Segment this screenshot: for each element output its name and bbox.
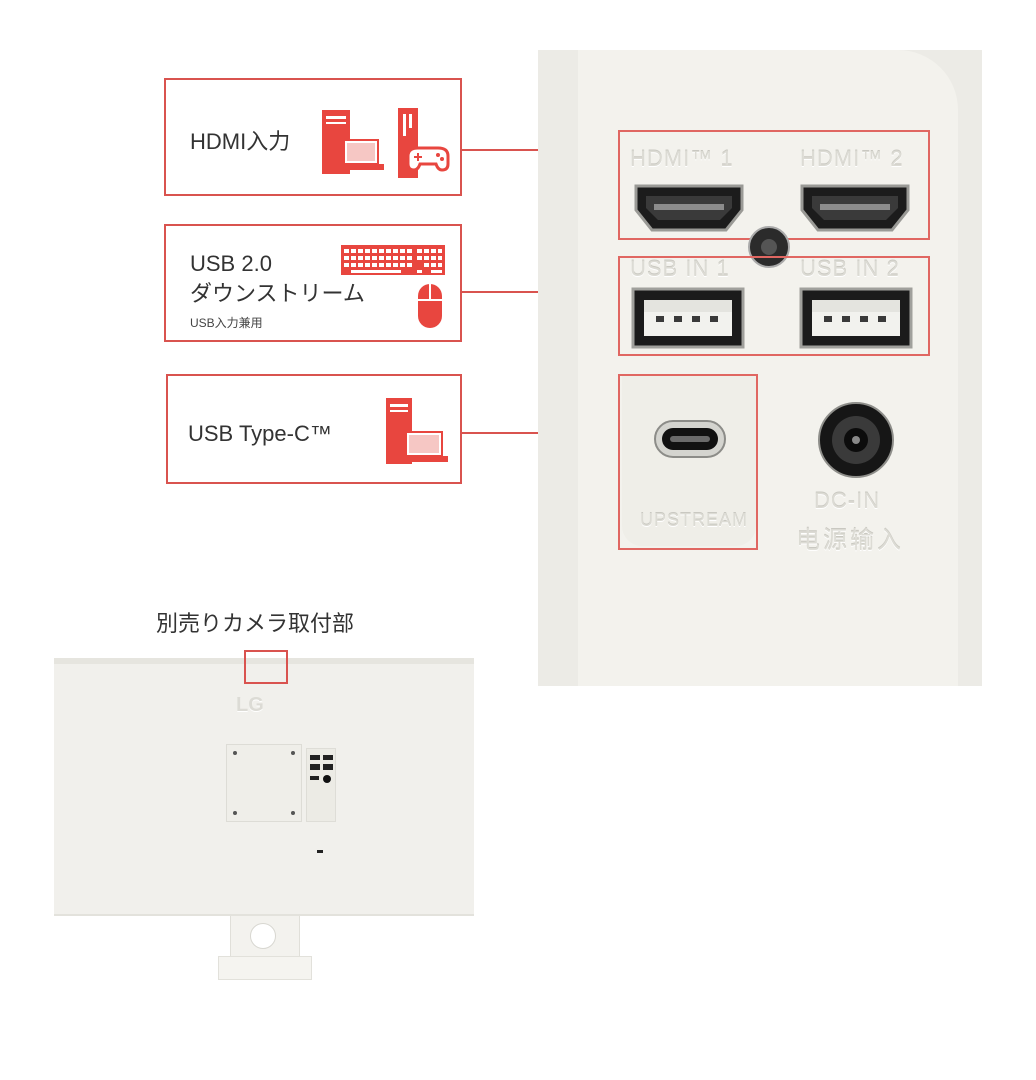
hdmi-callout: HDMI入力	[164, 78, 462, 196]
usb-typec-port[interactable]	[652, 418, 728, 460]
usb-in1-port[interactable]	[630, 286, 746, 350]
usb-input-note: USB入力兼用	[190, 316, 263, 330]
typec-callout: USB Type-C™	[166, 374, 462, 484]
lg-logo: LG	[236, 694, 264, 716]
keyboard-icon	[341, 245, 445, 275]
hdmi2-port-label: HDMI™ 2	[800, 146, 904, 171]
upstream-label: UPSTREAM	[640, 510, 749, 530]
typec-highlight-box	[618, 374, 758, 550]
power-input-label: 电源输入	[796, 527, 904, 554]
usb-in2-port-label: USB IN 2	[800, 256, 900, 281]
usb-in2-port[interactable]	[798, 286, 914, 350]
usb-in1-port-label: USB IN 1	[630, 256, 730, 281]
kensington-slot	[317, 850, 323, 853]
camera-mount-caption: 別売りカメラ取付部	[156, 611, 355, 636]
pc-laptop-icon	[322, 110, 384, 174]
monitor-stand-base	[218, 956, 312, 980]
stand-cable-hole	[250, 923, 276, 949]
usb20-label: USB 2.0	[190, 251, 272, 276]
hdmi1-port[interactable]	[630, 180, 748, 236]
mini-port-cluster	[306, 748, 336, 822]
game-console-icon	[398, 108, 450, 178]
vesa-mount-plate	[226, 744, 302, 822]
dc-in-label: DC-IN	[814, 488, 881, 513]
hdmi1-port-label: HDMI™ 1	[630, 146, 734, 171]
pc-laptop-icon	[386, 398, 448, 464]
port-panel: HDMI™ 1 HDMI™ 2 USB IN 1 USB IN 2 UPSTRE	[538, 50, 982, 686]
usb-typec-label: USB Type-C™	[188, 421, 332, 446]
usb-highlight-box	[618, 256, 930, 356]
port-panel-inner	[578, 50, 958, 686]
hdmi2-port[interactable]	[796, 180, 914, 236]
usb-downstream-label: ダウンストリーム	[190, 281, 365, 306]
hdmi-input-label: HDMI入力	[190, 129, 291, 154]
typec-recess	[622, 376, 756, 546]
usb-callout: USB 2.0 ダウンストリーム USB入力兼用	[164, 224, 462, 342]
dc-in-port[interactable]	[816, 400, 896, 480]
mouse-icon	[418, 284, 442, 328]
camera-mount-highlight	[244, 650, 288, 684]
